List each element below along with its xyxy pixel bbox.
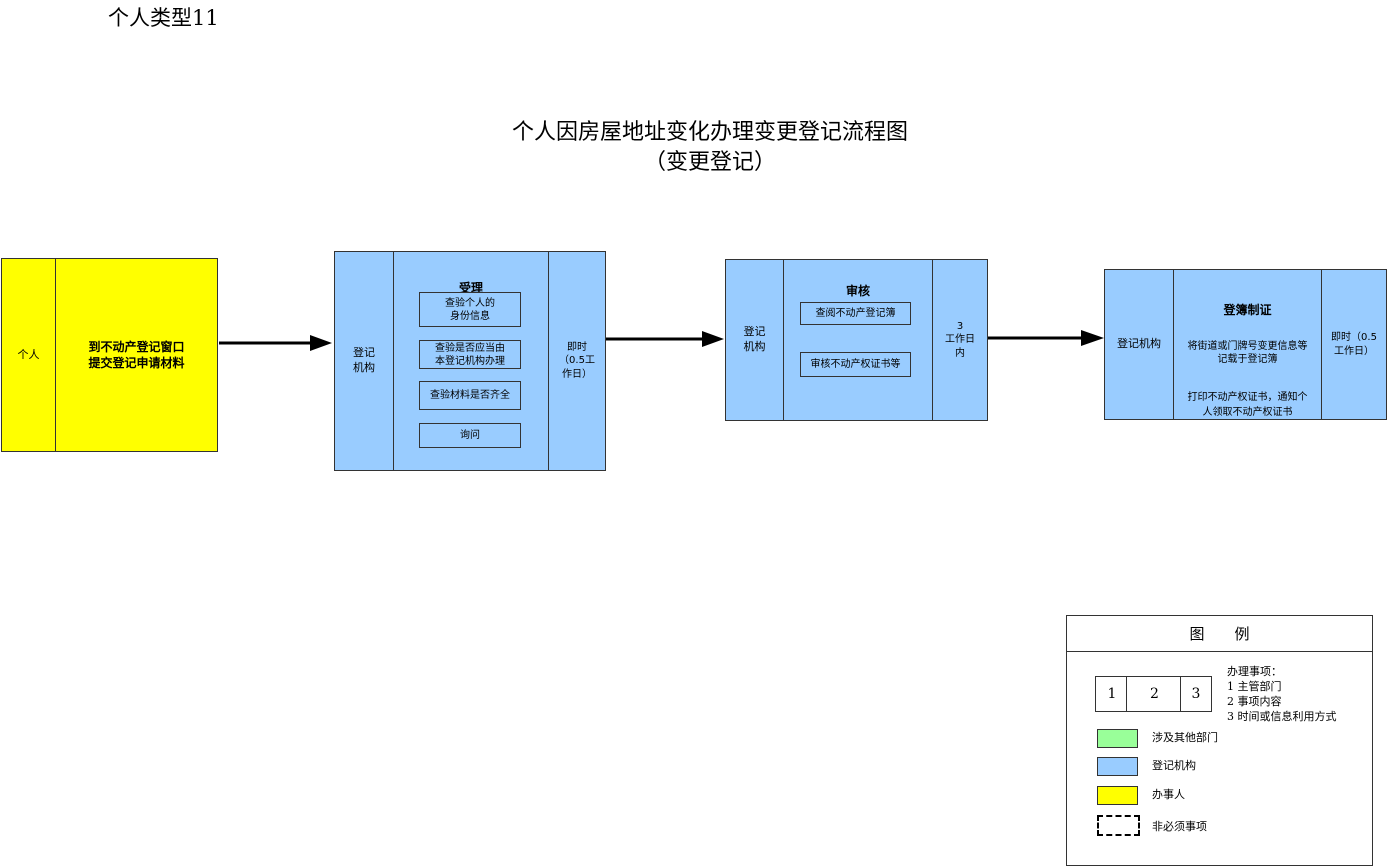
step-acceptance-content: 受理 查验个人的 身份信息 查验是否应当由 本登记机构办理 查验材料是否齐全 询…: [393, 252, 548, 470]
step-registration-line-2: 打印不动产权证书，通知个 人领取不动产权证书: [1187, 391, 1308, 418]
legend-cell-2: 2: [1126, 676, 1183, 712]
step-review-content: 审核 查阅不动产登记簿 审核不动产权证书等: [783, 260, 932, 420]
step-registration-time: 即时（0.5 工作日）: [1321, 270, 1386, 419]
step-registration-content: 登簿制证 将街道或门牌号变更信息等 记载于登记簿 打印不动产权证书，通知个 人领…: [1173, 270, 1321, 419]
step-acceptance-heading: 受理: [458, 280, 483, 295]
legend-label-registry: 登记机构: [1152, 759, 1196, 772]
legend-swatch-applicant: [1097, 786, 1138, 805]
step-registration-line-1: 将街道或门牌号变更信息等 记载于登记簿: [1187, 340, 1308, 365]
flowchart-title: 个人因房屋地址变化办理变更登记流程图: [511, 120, 908, 145]
step-acceptance-time: 即时 （0.5工 作日）: [548, 252, 605, 470]
task-review-certificate: 审核不动产权证书等: [800, 352, 911, 377]
task-verify-identity: 查验个人的 身份信息: [419, 292, 521, 327]
legend-swatch-other-dept: [1097, 729, 1138, 748]
legend-label-other-dept: 涉及其他部门: [1152, 731, 1218, 744]
arrow-3: [988, 330, 1104, 346]
arrow-2: [606, 331, 724, 347]
legend-note: 办理事项： 1 主管部门 2 事项内容 3 时间或信息利用方式: [1227, 665, 1337, 723]
step-registration-dept: 登记机构: [1117, 337, 1161, 351]
task-consult-register: 查阅不动产登记簿: [800, 302, 911, 325]
legend-label-applicant: 办事人: [1152, 788, 1185, 801]
step-applicant: 个人 到不动产登记窗口 提交登记申请材料: [1, 258, 218, 452]
step-acceptance-dept: 登记 机构: [353, 346, 375, 374]
legend-title: 图 例: [1067, 616, 1372, 652]
legend-label-optional: 非必须事项: [1152, 820, 1207, 833]
step-registration: 登记机构 登簿制证 将街道或门牌号变更信息等 记载于登记簿 打印不动产权证书，通…: [1104, 269, 1387, 420]
legend-swatch-optional: [1097, 815, 1140, 836]
task-verify-materials: 查验材料是否齐全: [419, 381, 521, 410]
step-applicant-content: 到不动产登记窗口 提交登记申请材料: [55, 259, 217, 451]
legend-cell-1: 1: [1095, 676, 1129, 712]
step-review: 登记 机构 审核 查阅不动产登记簿 审核不动产权证书等 3 工作日 内: [725, 259, 988, 421]
step-review-dept: 登记 机构: [743, 325, 766, 353]
arrow-1: [219, 335, 332, 351]
legend-swatch-registry: [1097, 757, 1138, 776]
flowchart-subtitle: （变更登记）: [643, 150, 776, 175]
document-label: 个人类型11: [108, 6, 219, 30]
task-verify-jurisdiction: 查验是否应当由 本登记机构办理: [419, 340, 521, 369]
task-inquiry: 询问: [419, 423, 521, 448]
step-acceptance: 登记 机构 受理 查验个人的 身份信息 查验是否应当由 本登记机构办理 查验材料…: [334, 251, 606, 471]
step-review-time: 3 工作日 内: [932, 260, 987, 420]
step-applicant-dept: 个人: [17, 347, 40, 361]
legend-cell-3: 3: [1180, 676, 1212, 712]
step-review-heading: 审核: [845, 283, 870, 298]
step-registration-heading: 登簿制证: [1223, 302, 1272, 317]
